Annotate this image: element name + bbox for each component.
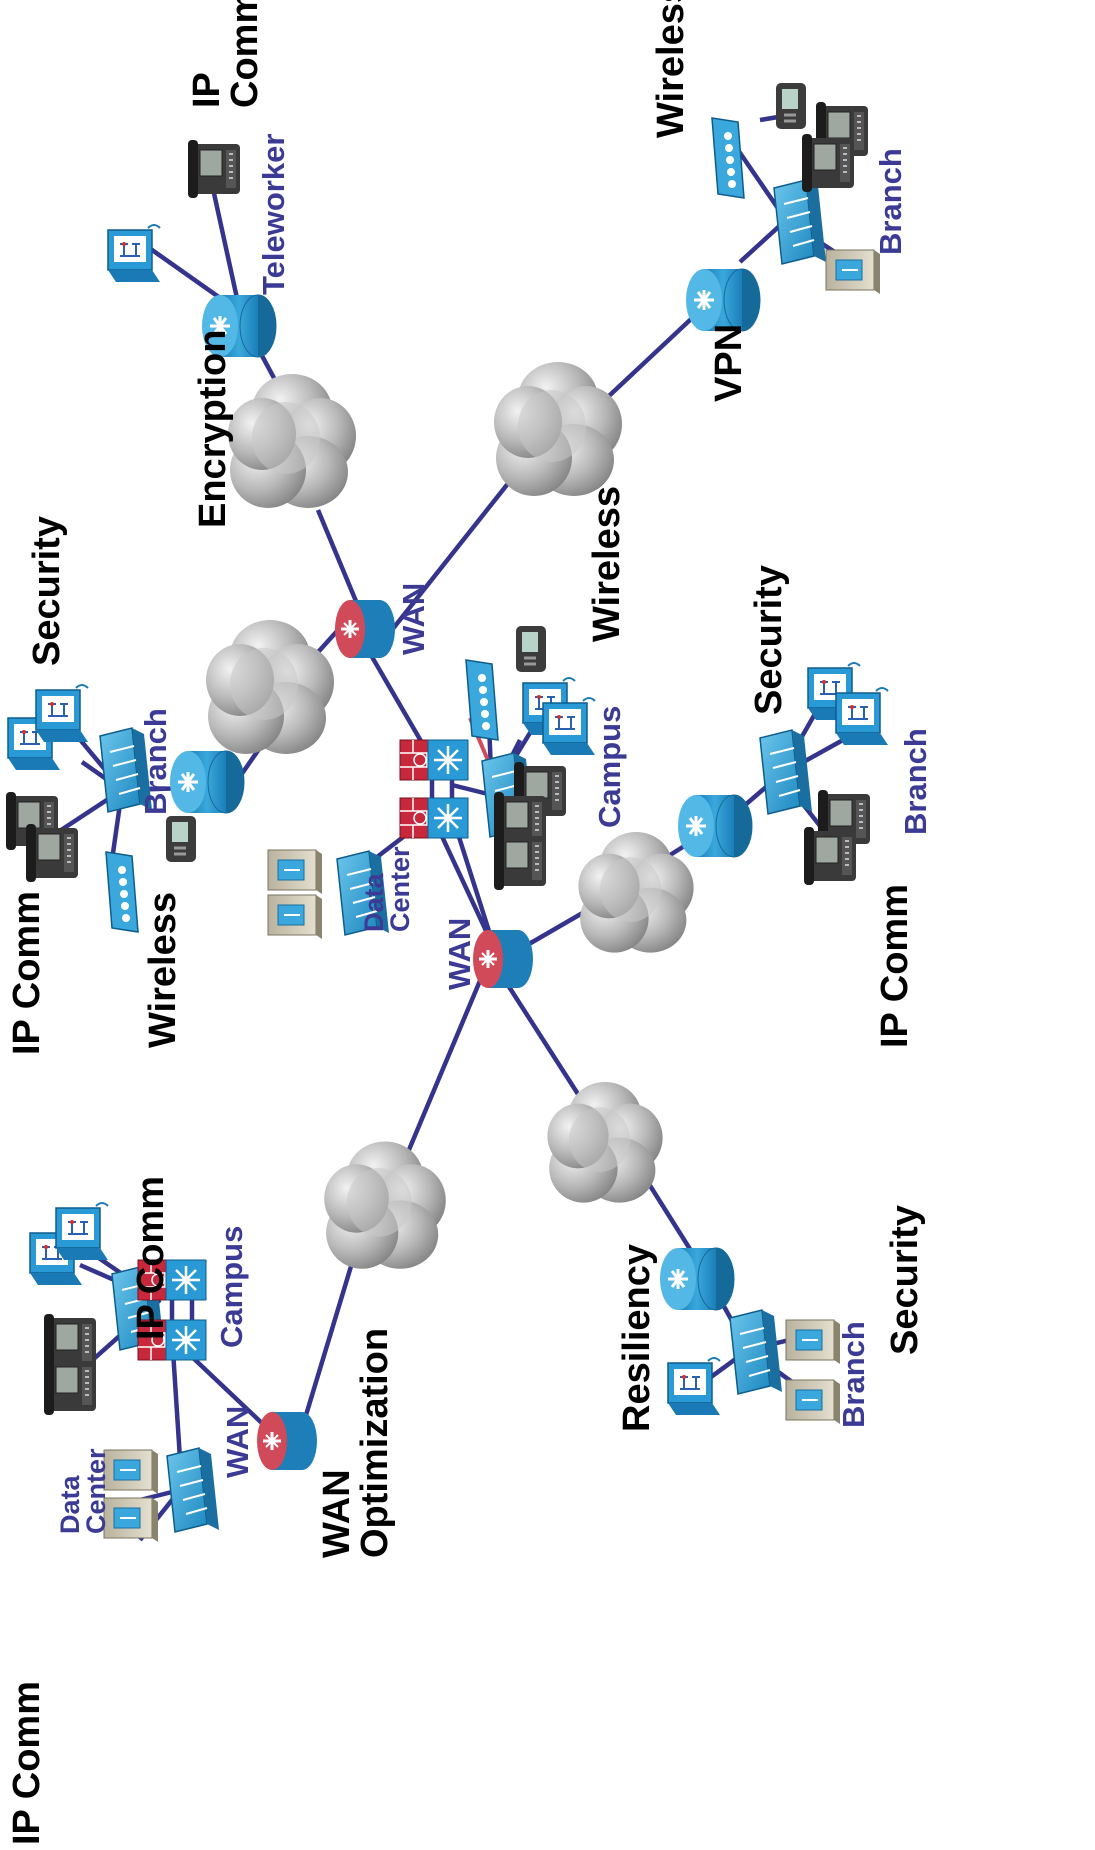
network-link bbox=[493, 963, 587, 1107]
switch-icon bbox=[729, 1309, 783, 1395]
switch-icon bbox=[426, 738, 470, 782]
label-wireless-top-right: Wireless bbox=[650, 0, 692, 138]
access-point-icon bbox=[465, 659, 499, 741]
ip-phone-icon bbox=[493, 831, 547, 891]
label-wireless-center: Wireless bbox=[586, 486, 628, 642]
label-wan-center-top: WAN bbox=[396, 582, 431, 655]
access-point-icon bbox=[105, 851, 139, 933]
label-ip-comm-right: IP Comm bbox=[874, 883, 916, 1048]
server-icon bbox=[103, 1497, 159, 1543]
server-icon bbox=[267, 849, 323, 895]
label-wan-optimization: WAN Optimization bbox=[316, 1327, 396, 1558]
router-icon bbox=[676, 793, 754, 859]
cloud-icon bbox=[547, 1082, 663, 1203]
pc-icon bbox=[835, 687, 889, 746]
pda-icon bbox=[164, 814, 198, 864]
label-security-top-left: Security bbox=[26, 516, 68, 666]
server-icon bbox=[103, 1449, 159, 1495]
label-data-center-center: Data Center bbox=[359, 846, 415, 932]
label-branch-top-right: Branch bbox=[873, 148, 908, 255]
router-icon bbox=[168, 749, 246, 815]
label-wireless-left: Wireless bbox=[142, 892, 184, 1048]
router-icon bbox=[684, 267, 762, 333]
ip-phone-icon bbox=[803, 826, 857, 886]
network-link bbox=[378, 460, 527, 647]
label-resiliency: Resiliency bbox=[616, 1244, 658, 1432]
router-icon bbox=[255, 1410, 319, 1472]
pda-icon bbox=[774, 81, 808, 131]
label-data-center-bottom-left: Data Center bbox=[55, 1448, 111, 1534]
switch-icon bbox=[773, 179, 827, 265]
cloud-icon bbox=[228, 374, 356, 508]
switch-icon bbox=[166, 1447, 220, 1533]
router-icon bbox=[658, 1246, 736, 1312]
label-branch-right: Branch bbox=[898, 728, 933, 835]
ip-phone-icon bbox=[25, 823, 79, 883]
label-wan-center: WAN bbox=[442, 917, 477, 990]
server-icon bbox=[785, 1319, 841, 1365]
cloud-icon bbox=[206, 620, 334, 754]
label-security-right: Security bbox=[748, 565, 790, 715]
label-ip-comm-top: IP Comm bbox=[186, 0, 266, 108]
router-icon bbox=[471, 928, 535, 990]
label-ip-comm-top-left: IP Comm bbox=[6, 890, 48, 1055]
label-branch-bottom-right: Branch bbox=[836, 1321, 871, 1428]
access-point-icon bbox=[711, 117, 745, 199]
switch-icon bbox=[426, 796, 470, 840]
ip-phone-icon bbox=[187, 139, 241, 199]
cloud-icon bbox=[324, 1141, 446, 1269]
network-link bbox=[207, 174, 243, 313]
pc-icon bbox=[35, 684, 89, 743]
pc-icon bbox=[107, 224, 161, 283]
server-icon bbox=[825, 249, 881, 295]
label-ip-comm-bottom-left: IP Comm bbox=[6, 1680, 48, 1845]
switch-icon bbox=[759, 729, 813, 815]
pda-icon bbox=[514, 624, 548, 674]
cloud-icon bbox=[494, 362, 622, 496]
label-wan-bottom-left: WAN bbox=[220, 1405, 255, 1478]
label-teleworker: Teleworker bbox=[256, 133, 291, 295]
server-icon bbox=[267, 894, 323, 940]
pc-icon bbox=[55, 1202, 109, 1261]
label-encryption: Encryption bbox=[192, 329, 234, 528]
label-campus-bottom-left: Campus bbox=[214, 1225, 249, 1348]
label-branch-top-left: Branch bbox=[138, 708, 173, 815]
switch-icon bbox=[164, 1318, 208, 1362]
label-security-bottom-right: Security bbox=[884, 1205, 926, 1355]
pc-icon bbox=[542, 697, 596, 756]
switch-icon bbox=[164, 1258, 208, 1302]
label-vpn: VPN bbox=[708, 323, 750, 402]
label-ip-comm-overlap: IP Comm bbox=[130, 1175, 172, 1340]
ip-phone-icon bbox=[801, 133, 855, 193]
ip-phone-icon bbox=[43, 1356, 97, 1416]
router-icon bbox=[333, 598, 397, 660]
label-campus-center: Campus bbox=[592, 705, 627, 828]
pc-icon bbox=[667, 1357, 721, 1416]
server-icon bbox=[785, 1379, 841, 1425]
